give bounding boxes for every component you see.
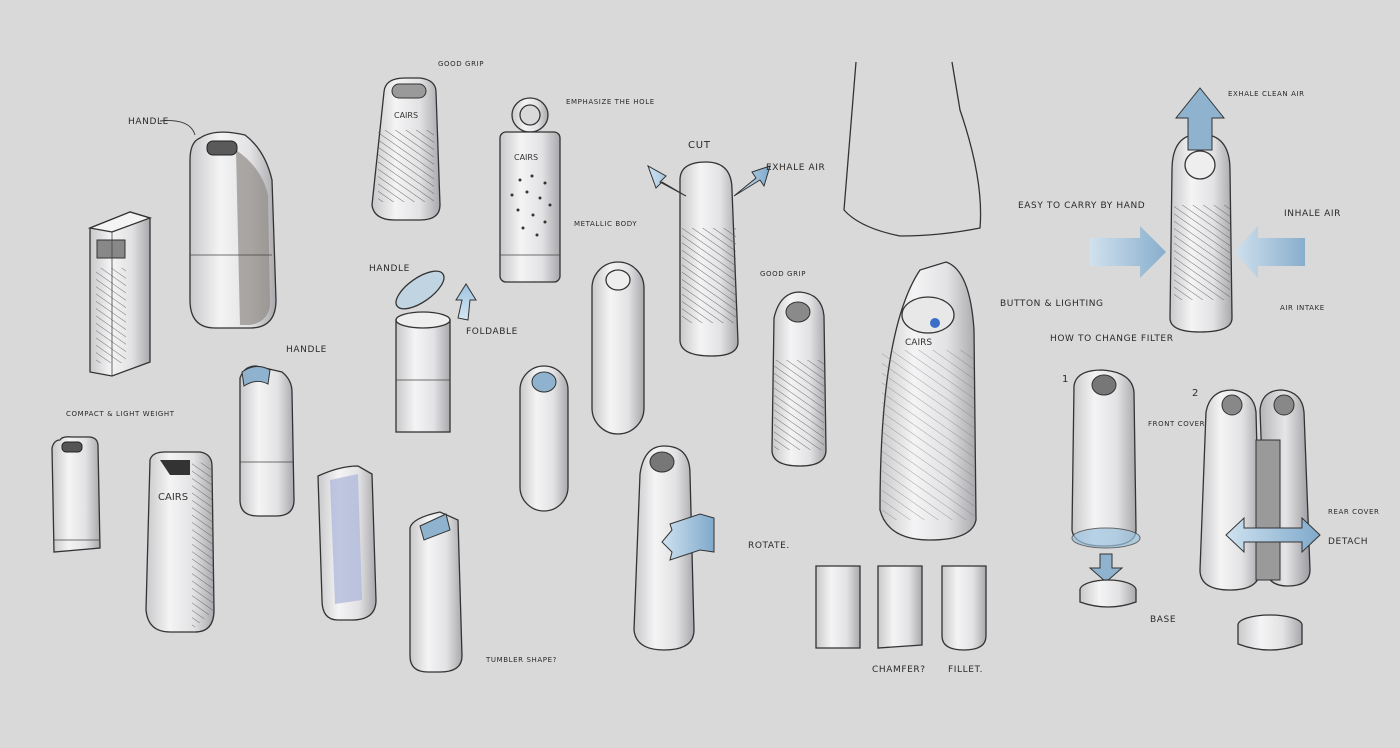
brand-mark: CAIRS (905, 338, 932, 348)
label-good-grip-1: GOOD GRIP (438, 60, 484, 68)
label-step-1: 1 (1062, 374, 1069, 385)
label-handle-1: HANDLE (128, 117, 169, 127)
brand-mark: CAIRS (158, 492, 188, 503)
label-air-intake: AIR INTAKE (1280, 304, 1325, 312)
concept-box-purifier (87, 211, 153, 377)
label-rear-cover: REAR COVER (1328, 508, 1380, 516)
concept-rotate-bottle (633, 445, 715, 651)
label-inhale-air: INHALE AIR (1284, 209, 1341, 219)
label-good-grip-2: GOOD GRIP (760, 270, 806, 278)
label-emphasize-hole: EMPHASIZE THE HOLE (566, 98, 655, 106)
concept-goodgrip-capsule (771, 291, 827, 467)
brand-mark: CAIRS (514, 153, 538, 162)
concept-capsule-blue (519, 365, 569, 512)
label-front-cover: FRONT COVER (1148, 420, 1205, 428)
concept-pitcher-bottle (317, 465, 377, 621)
label-rotate: ROTATE. (748, 541, 790, 551)
label-button-lighting: BUTTON & LIGHTING (1000, 299, 1104, 309)
concept-blue-handle-bottle (239, 365, 295, 517)
label-how-to-line1: HOW TO CHANGE FILTER (1050, 334, 1174, 344)
concept-cut-bottle (647, 161, 771, 357)
concept-tumbler-bottle (409, 511, 463, 673)
label-cut: CUT (688, 140, 711, 151)
label-exhale-clean: EXHALE CLEAN AIR (1228, 90, 1305, 98)
concept-ring-bottle: CAIRS (499, 97, 561, 283)
concept-filter-change (1071, 369, 1321, 651)
label-handle-2: HANDLE (369, 264, 410, 274)
label-fillet: FILLET. (948, 665, 983, 675)
label-easy-carry: EASY TO CARRY BY HAND (1018, 201, 1145, 211)
label-step-2: 2 (1192, 388, 1199, 399)
label-compact-line1: COMPACT & LIGHT WEIGHT (66, 410, 175, 418)
label-base: BASE (1150, 615, 1176, 625)
label-foldable: FOLDABLE (466, 327, 518, 337)
label-handle-3: HANDLE (286, 345, 327, 355)
concept-edge-details (815, 565, 987, 651)
label-exhale-air: EXHALE AIR (766, 163, 825, 173)
concept-goodgrip-bottle: CAIRS (371, 77, 441, 221)
concept-compact-bottle (51, 436, 101, 553)
concept-hand-carry: CAIRS (843, 61, 982, 541)
concept-airflow (1090, 87, 1305, 333)
concept-capsule-hole (591, 261, 645, 435)
concept-hook-bottle: CAIRS (145, 451, 215, 633)
brand-mark: CAIRS (394, 111, 418, 120)
label-tumbler: TUMBLER SHAPE? (485, 656, 557, 664)
label-chamfer: CHAMFER? (872, 665, 926, 675)
concept-foldable-bottle (395, 270, 477, 433)
leader-line (159, 120, 196, 136)
label-detach: DETACH (1328, 537, 1368, 547)
concept-handle-bottle-large (189, 131, 277, 329)
label-metallic-body: METALLIC BODY (574, 220, 637, 228)
